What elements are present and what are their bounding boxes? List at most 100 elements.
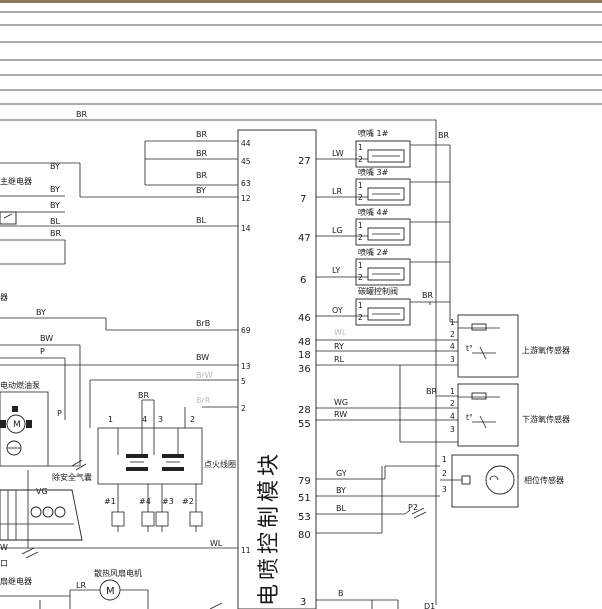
fuel-pump-icon: M (0, 406, 32, 456)
injector-1-label: 喷嘴 1# (358, 128, 389, 138)
wire-label-wl-right: WL (334, 328, 347, 337)
wire-label-oy: OY (332, 306, 343, 315)
ecu-pin-r-7: 7 (300, 194, 306, 205)
svg-text:2: 2 (358, 193, 363, 202)
svg-text:2: 2 (450, 399, 455, 408)
wire-label-br-right: BR (438, 131, 449, 140)
svg-text:M: M (106, 586, 115, 597)
coil-pin-1: 1 (108, 415, 113, 424)
downstream-o2-label: 下游氧传感器 (522, 414, 570, 424)
svg-text:2: 2 (442, 469, 447, 478)
wire-label-d1: D1 (424, 602, 435, 609)
right-wiring (316, 144, 462, 609)
ecu-pin-r-51: 51 (298, 493, 311, 504)
ecu-pin-l-5: 5 (241, 377, 246, 386)
left-wiring (0, 119, 437, 609)
ecu-pin-l-44: 44 (241, 139, 251, 148)
wire-label-by-d: BY (36, 308, 46, 317)
main-relay-symbol (0, 211, 17, 225)
ecu-pin-l-13: 13 (241, 362, 251, 371)
svg-text:2: 2 (450, 330, 455, 339)
w-mark-label: W (0, 543, 8, 552)
wire-label-ry: RY (334, 342, 344, 351)
svg-text:1: 1 (358, 261, 363, 270)
coil-br-label: BR (138, 391, 149, 400)
wire-label-p-b: P (57, 409, 62, 418)
svg-text:1: 1 (358, 143, 363, 152)
wire-label-lw: LW (332, 149, 344, 158)
wire-label-ly: LY (332, 266, 340, 275)
fan-relay-label: 扇继电器 (0, 576, 32, 586)
wire-label-lg: LG (332, 226, 343, 235)
wire-label-wl: WL (210, 539, 223, 548)
injector-1: 1 2 (355, 140, 411, 168)
wire-label-by-12: BY (196, 186, 206, 195)
spark-plugs-icon (111, 511, 203, 532)
ground-symbols (21, 459, 223, 609)
plug-label-4: #4 (139, 497, 151, 506)
wire-label-bw-a: BW (40, 334, 53, 343)
ecu-pin-r-6: 6 (300, 275, 306, 286)
ignition-coil-label: 点火线圈 (204, 459, 236, 469)
injector-3-label: 喷嘴 3# (358, 167, 389, 177)
ecu-pin-r-47: 47 (298, 233, 311, 244)
ecu-pin-r-27: 27 (298, 156, 311, 167)
wire-label-b: B (338, 589, 344, 598)
ecu-pin-l-11: 11 (241, 546, 251, 555)
svg-text:3: 3 (450, 425, 455, 434)
ecu-pin-r-80: 80 (298, 530, 311, 541)
coil-pin-4: 4 (142, 415, 147, 424)
fuel-pump-label: 电动燃油泵 (0, 380, 40, 390)
upstream-o2-sensor: 1 2 4 3 t° (450, 314, 519, 378)
wire-label-by-c: BY (50, 201, 60, 210)
ecu-pin-l-14: 14 (241, 224, 251, 233)
wire-label-br-top: BR (76, 110, 87, 119)
phase-sensor: 1 2 3 (442, 454, 519, 508)
wire-label-bw: BW (196, 353, 209, 362)
ecu-pin-l-63: 63 (241, 179, 251, 188)
wire-label-lr: LR (76, 581, 86, 590)
wire-label-brb: BrB (196, 319, 210, 328)
ecu-pin-r-3: 3 (300, 597, 306, 608)
wire-label-wg: WG (334, 398, 348, 407)
upstream-o2-label: 上游氧传感器 (522, 345, 570, 355)
svg-text:1: 1 (358, 301, 363, 310)
wire-label-bl-right: BL (336, 504, 346, 513)
svg-text:4: 4 (450, 412, 455, 421)
injector-2-label: 喷嘴 2# (358, 247, 389, 257)
frame-top-bar (0, 0, 602, 3)
wire-label-br-44: BR (196, 130, 207, 139)
wire-label-br-cv: BR (422, 291, 433, 300)
injector-4: 1 2 (355, 218, 411, 246)
svg-text:1: 1 (450, 387, 455, 396)
svg-text:t°: t° (466, 413, 473, 422)
coil-pin-2: 2 (190, 415, 195, 424)
ignition-coil-windings (126, 454, 184, 471)
wire-label-br-a: BR (50, 229, 61, 238)
ecu-pin-r-28: 28 (298, 405, 311, 416)
ecu-pin-r-48: 48 (298, 337, 311, 348)
wire-label-bl-14: BL (196, 216, 206, 225)
ecu-pin-l-45: 45 (241, 157, 251, 166)
wire-label-p-a: P (40, 347, 45, 356)
p2-ground (411, 507, 427, 519)
svg-text:1: 1 (358, 181, 363, 190)
airbag-label: 除安全气囊 (52, 472, 92, 482)
wire-label-brr: BrR (196, 396, 211, 405)
svg-text:2: 2 (358, 233, 363, 242)
injector-3: 1 2 (355, 178, 411, 206)
phase-sensor-label: 相位传感器 (524, 475, 564, 485)
wire-label-rw: RW (334, 410, 347, 419)
svg-text:3: 3 (450, 355, 455, 364)
ecu-pin-r-79: 79 (298, 476, 311, 487)
injector-2: 1 2 (355, 258, 411, 286)
injector-4-label: 喷嘴 4# (358, 207, 389, 217)
port-label: 口 (0, 559, 8, 568)
svg-text:1: 1 (442, 455, 447, 464)
header-rule-lines (0, 11, 602, 105)
svg-text:M: M (13, 420, 21, 430)
ecu-pin-r-18: 18 (298, 350, 311, 361)
ecu-pin-r-36: 36 (298, 364, 311, 375)
wire-label-bl-a: BL (50, 217, 60, 226)
